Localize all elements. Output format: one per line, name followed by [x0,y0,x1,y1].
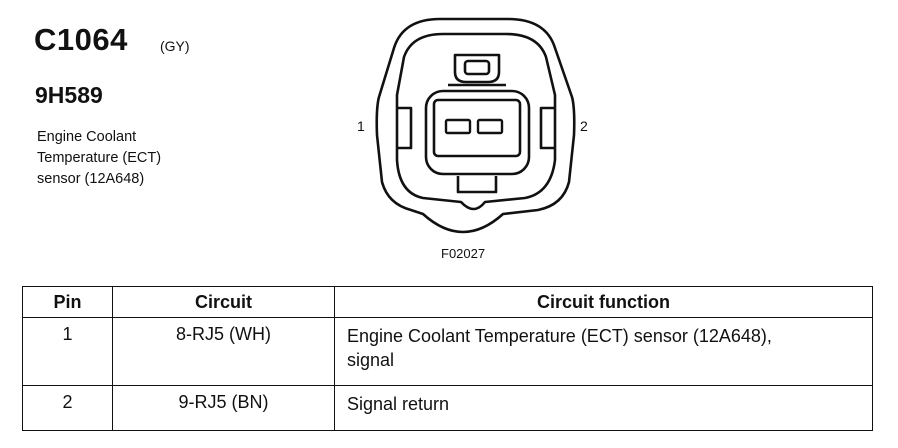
description-line: Temperature (ECT) [37,150,162,166]
terminal-cavity [424,89,531,176]
pin-cell: 1 [22,317,113,386]
left-side-key [397,106,413,150]
table-row: 2 9-RJ5 (BN) Signal return [22,385,873,431]
pin-2-terminal [476,118,504,135]
table-header-row: Pin Circuit Circuit function [22,286,873,318]
connector-id: C1064 [34,22,128,57]
right-side-key [539,106,555,150]
connector-face-diagram [375,17,576,234]
bottom-key-notch [456,176,498,194]
part-number: 9H589 [35,82,103,108]
pin-cell: 2 [22,385,113,431]
connector-inner-outline [395,32,557,211]
function-line: Signal return [347,394,450,414]
locking-tab-slot [463,59,491,76]
function-line: signal [347,350,395,370]
pin-1-terminal [444,118,472,135]
locking-tab [453,53,501,84]
terminal-insert [432,98,522,158]
description-line: Engine Coolant [37,129,137,145]
table-row: 1 8-RJ5 (WH) Engine Coolant Temperature … [22,317,873,386]
circuit-cell: 8-RJ5 (WH) [112,317,335,386]
circuit-function-cell: Engine Coolant Temperature (ECT) sensor … [334,317,873,386]
color-code: (GY) [160,38,190,54]
figure-id: F02027 [441,246,486,261]
connector-housing-outline [375,17,576,234]
circuit-cell: 9-RJ5 (BN) [112,385,335,431]
pin-1-label: 1 [357,118,365,134]
function-line: Engine Coolant Temperature (ECT) sensor … [347,326,772,346]
header-pin: Pin [22,286,113,318]
component-description: Engine Coolant Temperature (ECT) sensor … [37,127,237,190]
pin-table: Pin Circuit Circuit function 1 8-RJ5 (WH… [22,286,873,431]
header-circuit-function: Circuit function [334,286,873,318]
header-circuit: Circuit [112,286,335,318]
description-line: sensor (12A648) [37,171,145,187]
pin-2-label: 2 [580,118,588,134]
circuit-function-cell: Signal return [334,385,873,431]
